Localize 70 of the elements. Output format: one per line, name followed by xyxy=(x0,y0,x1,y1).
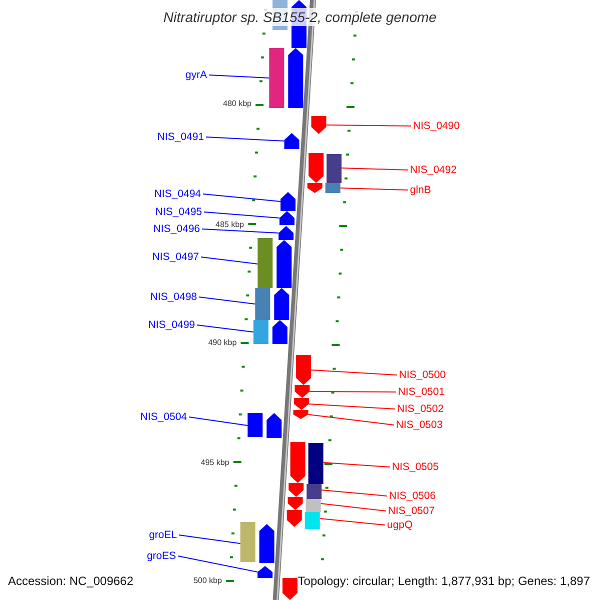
leader-line xyxy=(178,534,241,544)
gene-block xyxy=(293,410,308,419)
leader-line xyxy=(309,391,396,392)
leader-line xyxy=(340,188,408,190)
gene-label: NIS_0492 xyxy=(410,163,457,177)
leader-line xyxy=(200,256,258,264)
gene-label: NIS_0506 xyxy=(389,489,436,503)
gene-label: NIS_0490 xyxy=(413,119,460,133)
leader-line xyxy=(310,370,398,376)
gene-label: NIS_0502 xyxy=(397,402,444,416)
leader-line xyxy=(206,136,285,142)
tick-label: 490 kbp xyxy=(208,338,237,348)
gene-label: NIS_0495 xyxy=(155,205,202,219)
gene-block xyxy=(248,413,282,438)
gene-label: groEL xyxy=(148,528,177,542)
gene-block xyxy=(308,153,342,183)
gene-block xyxy=(286,510,320,529)
accession-note: Accession: NC_009662 xyxy=(8,573,134,589)
gene-label: NIS_0494 xyxy=(154,187,201,201)
gene-label: gyrA xyxy=(185,68,207,82)
genome-summary: Topology: circular; Length: 1,877,931 bp; Genes: 1,897 xyxy=(298,573,590,589)
leader-line xyxy=(198,296,256,304)
leader-line xyxy=(308,404,396,410)
gene-block xyxy=(279,211,294,225)
leader-line xyxy=(326,124,412,126)
gene-label: NIS_0499 xyxy=(148,318,195,332)
gene-block xyxy=(294,398,309,410)
tick-label: 480 kbp xyxy=(223,99,252,109)
gene-block xyxy=(290,442,324,484)
gene-block xyxy=(253,320,288,344)
gene-label: NIS_0505 xyxy=(392,460,439,474)
gene-block xyxy=(288,483,322,499)
gene-block xyxy=(307,183,340,193)
leader-line xyxy=(208,74,270,78)
gene-label: NIS_0496 xyxy=(153,222,200,236)
leader-line xyxy=(178,556,258,572)
gene-label: glnB xyxy=(410,183,432,197)
gene-block xyxy=(255,288,290,320)
gene-block xyxy=(258,566,273,578)
tick-label: 495 kbp xyxy=(200,458,230,468)
tick-label: 485 kbp xyxy=(216,220,244,230)
tick-label: 500 kbp xyxy=(193,576,222,586)
gene-label: NIS_0504 xyxy=(140,410,187,424)
gene-label: NIS_0503 xyxy=(396,418,443,432)
gene-label: ugpQ xyxy=(387,518,413,532)
leader-line xyxy=(320,503,386,512)
leader-line xyxy=(322,462,390,468)
gene-block xyxy=(240,522,274,563)
gene-label: NIS_0498 xyxy=(150,290,197,304)
leader-line xyxy=(308,414,394,426)
gene-label: NIS_0501 xyxy=(398,385,445,399)
leader-line xyxy=(202,228,280,234)
gene-block xyxy=(258,238,292,288)
leader-line xyxy=(204,212,280,218)
leader-line xyxy=(319,518,386,526)
gene-label: NIS_0507 xyxy=(388,504,435,518)
gene-block xyxy=(269,48,304,108)
leader-line xyxy=(202,194,281,202)
leader-line xyxy=(196,324,254,332)
gene-block xyxy=(311,116,326,134)
gene-label: groES xyxy=(146,549,176,563)
gene-label: NIS_0497 xyxy=(152,250,199,264)
gene-label: NIS_0500 xyxy=(399,368,446,382)
gene-label: NIS_0491 xyxy=(157,130,204,144)
leader-line xyxy=(188,416,248,426)
gene-block xyxy=(288,497,321,512)
leader-line xyxy=(321,490,388,496)
leader-line xyxy=(341,168,408,170)
gene-block xyxy=(280,192,296,211)
gene-block xyxy=(284,133,300,149)
